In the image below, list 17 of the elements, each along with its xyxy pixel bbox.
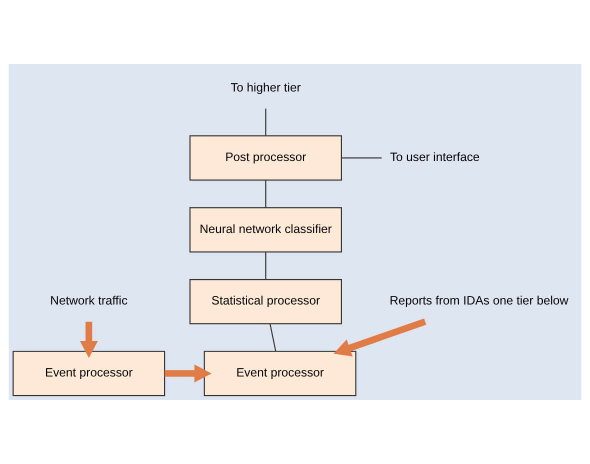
connector	[265, 180, 266, 208]
node-text: Network traffic	[50, 294, 128, 308]
arrow	[164, 364, 212, 382]
node-box: Post processor	[189, 135, 342, 181]
arrow	[80, 322, 98, 358]
node-box: Neural network classifier	[189, 207, 342, 252]
node-text: To user interface	[390, 150, 480, 164]
node-text: To higher tier	[230, 80, 301, 94]
node-box: Event processor	[204, 350, 356, 396]
connector	[265, 252, 266, 280]
connector	[270, 324, 276, 352]
node-box: Statistical processor	[189, 278, 342, 324]
node-box: Event processor	[12, 350, 166, 396]
connector	[342, 157, 382, 158]
connector	[265, 108, 266, 136]
arrow	[334, 318, 426, 356]
node-text: Reports from IDAs one tier below	[390, 294, 568, 308]
